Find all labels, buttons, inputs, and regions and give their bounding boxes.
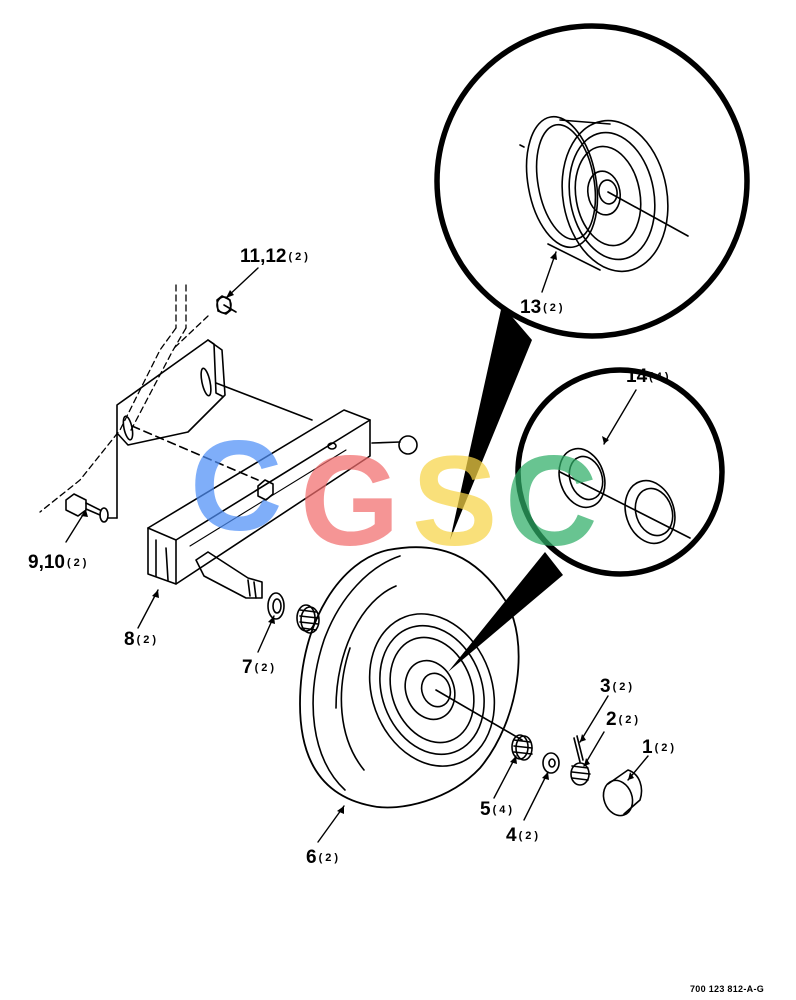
seal-7	[267, 592, 285, 620]
callout-quantity: (2)	[66, 557, 90, 569]
callout-quantity: (2)	[136, 634, 160, 646]
bearing-inner	[296, 604, 320, 634]
callout-1: 1(2)	[642, 738, 677, 757]
callout-9-10: 9,10(2)	[28, 553, 89, 572]
callout-quantity: (4)	[649, 371, 672, 383]
watermark-letter-3: S	[412, 430, 497, 573]
mounting-bracket	[107, 339, 313, 519]
callout-number: 4	[506, 825, 517, 846]
callout-quantity: (2)	[254, 662, 278, 674]
callout-8: 8(2)	[124, 630, 159, 649]
callout-quantity: (2)	[618, 714, 642, 726]
callout-number: 11,12	[240, 246, 287, 267]
hub-cap-1	[602, 769, 643, 817]
detail-circle-cups	[515, 367, 725, 577]
wheel-tire-6	[299, 546, 523, 809]
leader-5	[493, 755, 517, 799]
leader-4	[523, 771, 549, 821]
watermark: C G S C	[190, 415, 597, 573]
callout-number: 9,10	[28, 552, 65, 573]
spindle-arm	[147, 409, 418, 599]
watermark-letter-4: C	[505, 430, 597, 573]
callout-quantity: (2)	[318, 852, 342, 864]
zoom-pointers	[448, 305, 563, 672]
frame-outline	[39, 284, 209, 513]
callout-7: 7(2)	[242, 658, 277, 677]
callout-14: 14(4)	[626, 367, 672, 386]
washer-4	[542, 752, 560, 774]
callout-number: 7	[242, 657, 253, 678]
callout-number: 13	[520, 297, 542, 318]
callout-number: 1	[642, 737, 653, 758]
bolt-11-12	[216, 295, 237, 315]
callout-number: 14	[626, 366, 648, 387]
watermark-letter-2: G	[300, 430, 400, 573]
callout-2: 2(2)	[606, 710, 641, 729]
callout-number: 8	[124, 629, 135, 650]
callout-13: 13(2)	[520, 298, 566, 317]
callout-number: 5	[480, 799, 491, 820]
callout-4: 4(2)	[506, 826, 541, 845]
leader-14	[603, 389, 637, 445]
callout-number: 3	[600, 676, 611, 697]
callout-3: 3(2)	[600, 677, 635, 696]
callout-number: 2	[606, 709, 617, 730]
callout-quantity: (2)	[543, 302, 566, 314]
castle-nut-2	[570, 762, 591, 786]
drawing-number: 700 123 812-A-G	[690, 984, 765, 994]
callout-11-12: 11,12(2)	[240, 247, 311, 266]
callout-quantity: (2)	[518, 830, 542, 842]
callout-quantity: (2)	[654, 742, 678, 754]
leader-arrowheads	[81, 252, 634, 814]
watermark-letter-1: C	[190, 415, 282, 558]
callout-quantity: (2)	[288, 251, 311, 263]
callout-quantity: (2)	[612, 681, 636, 693]
callout-6: 6(2)	[306, 848, 341, 867]
detail-circle-rim	[434, 23, 750, 339]
callout-5: 5(4)	[480, 800, 515, 819]
bearing-5	[511, 734, 533, 761]
bolt-9-10	[65, 493, 109, 523]
cotter-pin-3	[573, 735, 584, 763]
callout-number: 6	[306, 847, 317, 868]
callout-quantity: (4)	[492, 804, 516, 816]
leader-3	[579, 695, 609, 743]
